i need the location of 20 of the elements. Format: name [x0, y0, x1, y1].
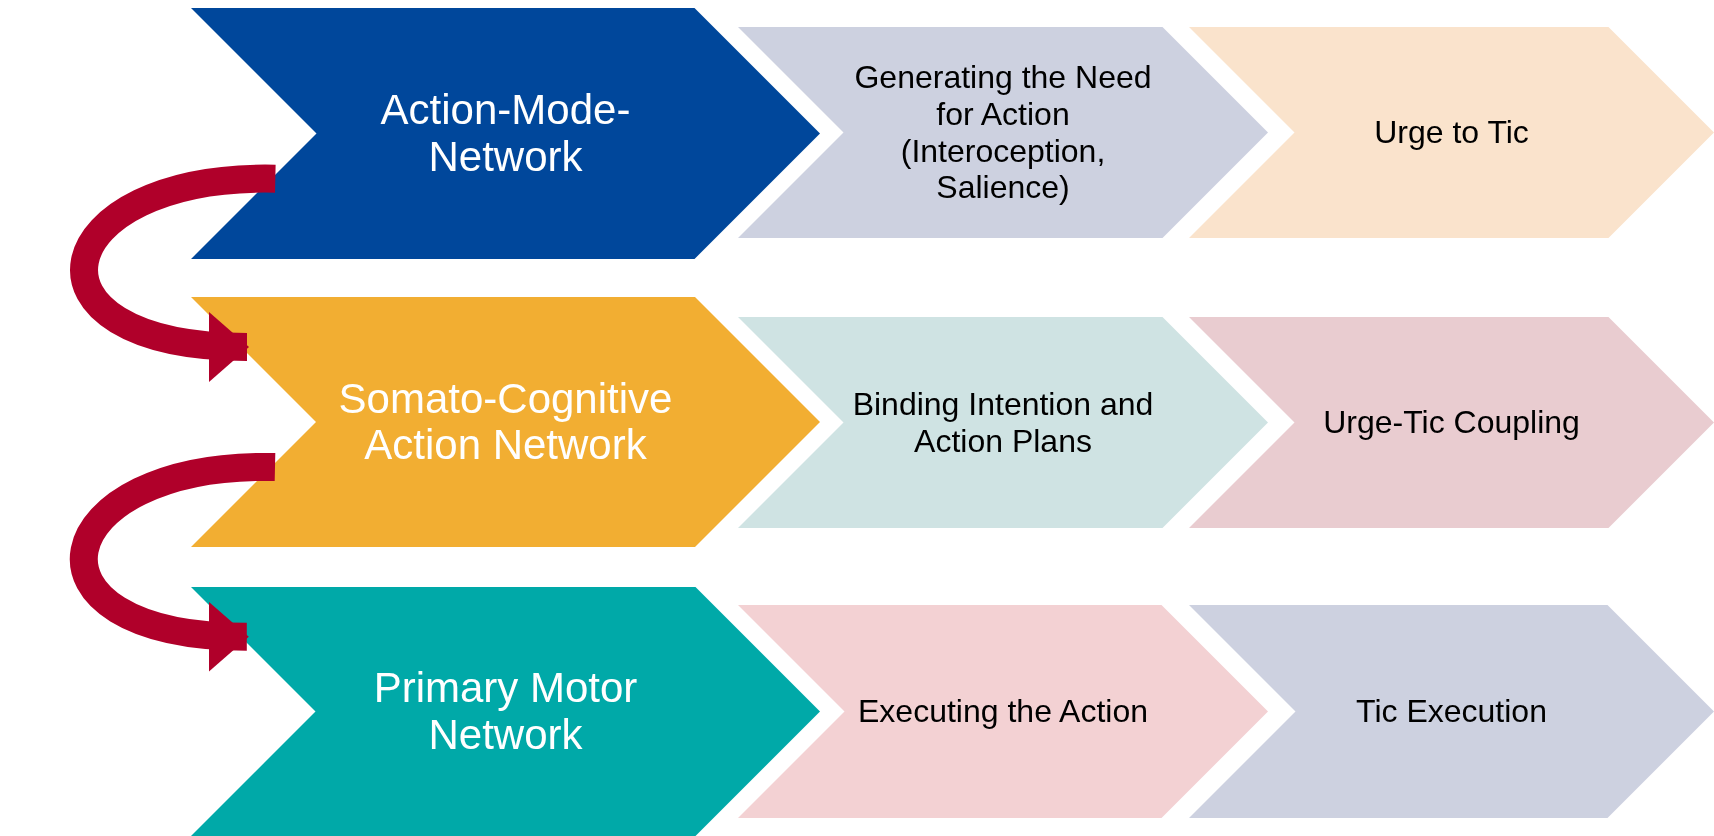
- process-stage: [1189, 605, 1714, 818]
- chevron-label: Executing the Action: [858, 693, 1148, 730]
- chevron-label: Primary Motor Network: [372, 665, 639, 758]
- process-stage: [738, 27, 1268, 238]
- chevron-label: Action-Mode-Network: [379, 87, 632, 180]
- process-stage: [738, 317, 1268, 528]
- curved-arrow: [71, 164, 276, 380]
- chevron-label: Tic Execution: [1356, 693, 1547, 730]
- network-stage: [191, 8, 820, 259]
- chevron-label: Somato-Cognitive Action Network: [337, 375, 674, 469]
- process-stage: [1189, 317, 1714, 528]
- network-stage: [191, 297, 820, 547]
- process-stage: [1189, 27, 1714, 238]
- chevron-label: Urge-Tic Coupling: [1323, 404, 1580, 441]
- chevron-label: Binding Intention and Action Plans: [851, 385, 1155, 460]
- chevron-label: Generating the Need for Action (Interoception, Salience): [853, 58, 1153, 207]
- process-stage: [738, 605, 1268, 818]
- curved-arrow: [70, 453, 276, 670]
- network-stage: [191, 587, 820, 836]
- chevron-label: Urge to Tic: [1374, 114, 1529, 151]
